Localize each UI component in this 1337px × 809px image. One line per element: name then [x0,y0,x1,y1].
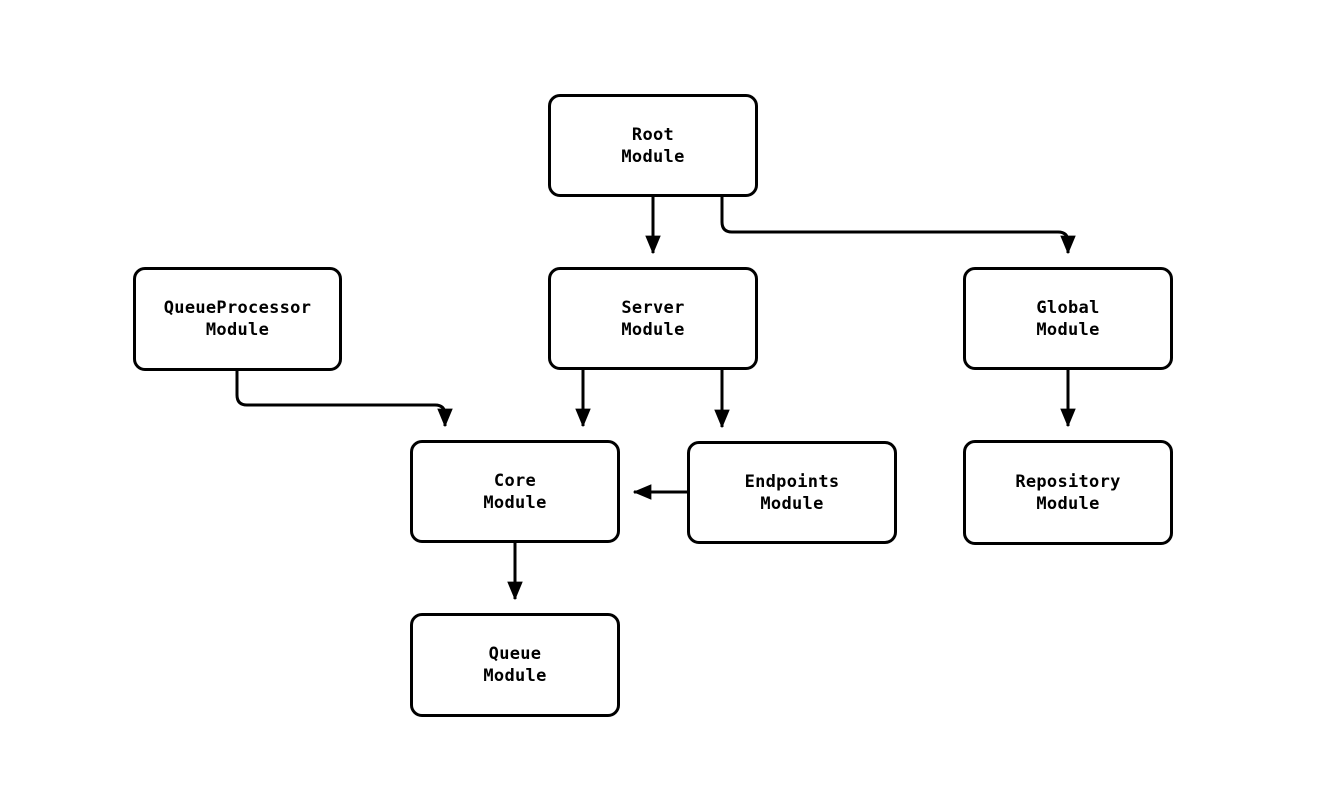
node-repository-module-name: Repository [1015,471,1121,492]
node-root-module[interactable]: Root Module [548,94,758,197]
node-queue-module[interactable]: Queue Module [410,613,620,717]
node-global-module-name: Global [1036,297,1100,318]
node-queueprocessor-module-suffix: Module [205,320,270,340]
node-core-module-suffix: Module [483,492,547,513]
node-endpoints-module-name: Endpoints [744,471,840,492]
node-server-module[interactable]: Server Module [548,267,758,370]
edge-root-to-global [720,197,1076,255]
node-server-module-name: Server [621,297,685,318]
edge-queueprocessor-to-core [235,371,453,428]
node-global-module[interactable]: Global Module [963,267,1173,370]
node-endpoints-module-suffix: Module [760,493,824,514]
node-queue-module-name: Queue [488,644,542,664]
node-core-module[interactable]: Core Module [410,440,620,543]
node-endpoints-module[interactable]: Endpoints Module [687,441,897,544]
node-server-module-suffix: Module [621,319,685,340]
node-queue-module-suffix: Module [483,666,547,686]
node-global-module-suffix: Module [1036,319,1100,340]
node-queueprocessor-module-name: QueueProcessor [163,298,312,318]
node-repository-module[interactable]: Repository Module [963,440,1173,545]
node-repository-module-suffix: Module [1036,493,1100,514]
node-queueprocessor-module[interactable]: QueueProcessor Module [133,267,342,371]
node-root-module-name: Root [631,124,675,145]
node-core-module-name: Core [493,470,537,491]
node-root-module-suffix: Module [621,146,685,167]
